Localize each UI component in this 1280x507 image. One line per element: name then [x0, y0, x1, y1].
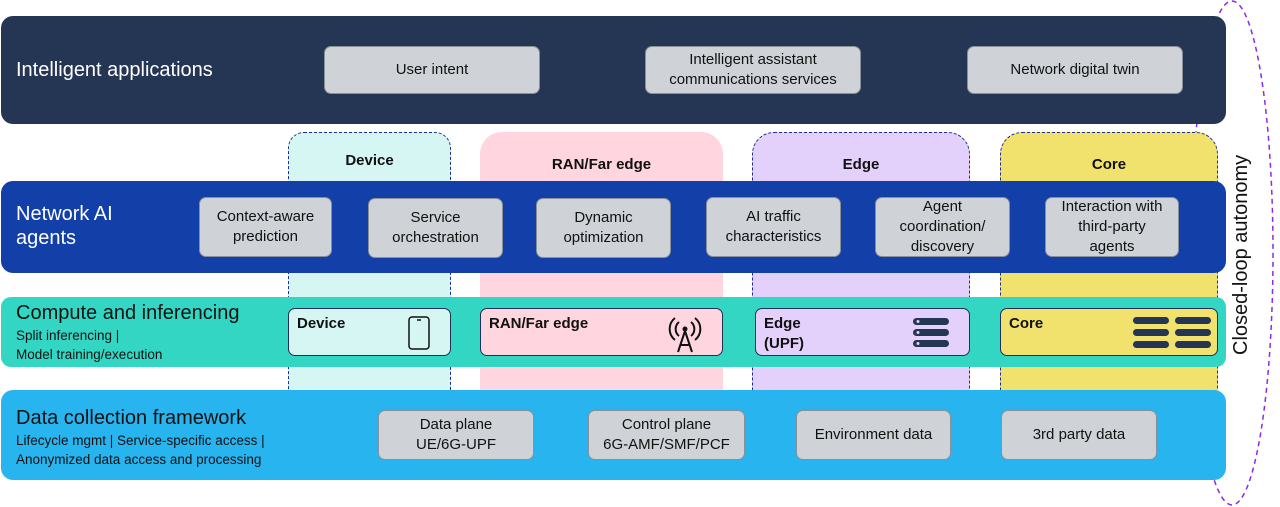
closed-loop-label: Closed-loop autonomy: [1230, 154, 1252, 355]
closed-loop-ellipse: [1190, 0, 1274, 506]
server-rack-icon: [913, 318, 949, 347]
data-collection-subtitle: Lifecycle mgmt | Service-specific access…: [16, 433, 265, 467]
compute-ran-box: RAN/Far edge: [480, 308, 723, 356]
column-device-label: Device: [345, 152, 394, 169]
data-collection-title: Data collection framework: [16, 407, 247, 429]
ai-traffic-characteristics-box: AI traffic characteristics: [706, 197, 841, 257]
network-ai-agents-title: Network AI agents: [16, 203, 113, 249]
environment-data-box: Environment data: [796, 410, 951, 460]
agent-coordination-box: Agent coordination/ discovery: [875, 197, 1010, 257]
data-plane-box: Data plane UE/6G-UPF: [378, 410, 534, 460]
dynamic-optimization-box: Dynamic optimization: [536, 198, 671, 258]
network-digital-twin-box: Network digital twin: [967, 46, 1183, 94]
server-cluster-icon: [1133, 317, 1211, 348]
column-edge-label: Edge: [842, 156, 880, 173]
antenna-tower-icon: [668, 317, 702, 353]
third-party-data-box: 3rd party data: [1001, 410, 1157, 460]
third-party-agents-box: Interaction with third-party agents: [1045, 197, 1179, 257]
compute-inferencing-title: Compute and inferencing: [16, 302, 240, 324]
compute-core-box: Core: [1000, 308, 1218, 356]
network-ai-agents-band: Network AI agents Context-aware predicti…: [1, 181, 1226, 273]
intelligent-applications-band: Intelligent applications User intent Int…: [1, 16, 1226, 124]
column-core-label: Core: [1091, 156, 1127, 173]
intelligent-assistant-box: Intelligent assistant communications ser…: [645, 46, 861, 94]
compute-device-box: Device: [288, 308, 451, 356]
user-intent-box: User intent: [324, 46, 540, 94]
compute-edge-box: Edge (UPF): [755, 308, 970, 356]
smartphone-icon: [408, 316, 430, 350]
context-aware-prediction-box: Context-aware prediction: [199, 197, 332, 257]
compute-inferencing-subtitle: Split inferencing | Model training/execu…: [16, 328, 163, 362]
column-ran-label: RAN/Far edge: [551, 156, 652, 173]
data-collection-band: Data collection framework Lifecycle mgmt…: [1, 390, 1226, 480]
intelligent-applications-title: Intelligent applications: [16, 59, 213, 81]
service-orchestration-box: Service orchestration: [368, 198, 503, 258]
control-plane-box: Control plane 6G-AMF/SMF/PCF: [588, 410, 745, 460]
